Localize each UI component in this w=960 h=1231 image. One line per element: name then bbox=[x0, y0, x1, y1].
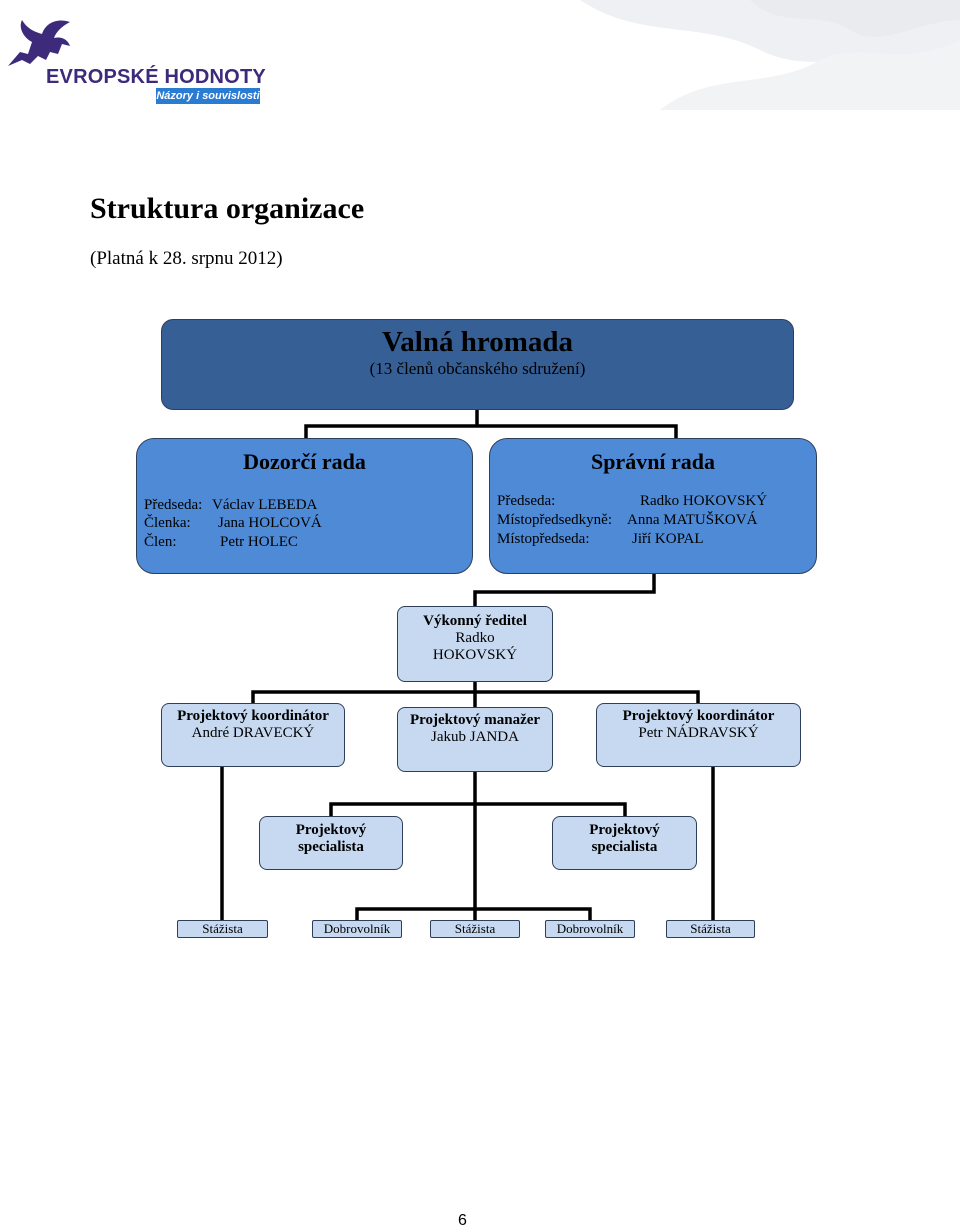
management-board-box: Správní rada Předseda: Radko HOKOVSKÝ Mí… bbox=[489, 438, 817, 574]
page-subtitle: (Platná k 28. srpnu 2012) bbox=[90, 248, 283, 269]
management-member-1-name: Radko HOKOVSKÝ bbox=[640, 493, 768, 509]
general-assembly-subtitle: (13 členů občanského sdružení) bbox=[369, 359, 586, 378]
project-coordinator-left-box: Projektový koordinátor André DRAVECKÝ bbox=[161, 703, 345, 767]
logo[interactable]: EVROPSKÉ HODNOTY Názory i souvislosti bbox=[0, 10, 270, 104]
intern-box-3: Stážista bbox=[666, 920, 755, 938]
management-board-title: Správní rada bbox=[590, 449, 716, 474]
management-member-2-role: Místopředsedkyně: bbox=[497, 512, 612, 528]
supervisory-member-1-role: Předseda: bbox=[144, 497, 203, 513]
project-manager-name: Jakub JANDA bbox=[431, 729, 519, 745]
volunteer-box-2: Dobrovolník bbox=[545, 920, 635, 938]
executive-director-name-1: Radko bbox=[455, 630, 495, 646]
project-coordinator-right-name: Petr NÁDRAVSKÝ bbox=[638, 725, 759, 741]
pegasus-icon bbox=[8, 20, 70, 66]
specialist-right-box: Projektový specialista bbox=[552, 816, 697, 870]
page-header: EVROPSKÉ HODNOTY Názory i souvislosti bbox=[0, 0, 960, 110]
supervisory-member-1-name: Václav LEBEDA bbox=[212, 497, 318, 513]
supervisory-board-box: Dozorčí rada Předseda: Václav LEBEDA Čle… bbox=[136, 438, 473, 574]
executive-director-title: Výkonný ředitel bbox=[423, 613, 527, 629]
supervisory-member-3-role: Člen: bbox=[144, 534, 177, 550]
specialist-right-line1: Projektový bbox=[589, 822, 660, 838]
supervisory-member-2-role: Členka: bbox=[144, 515, 191, 531]
project-coordinator-left-name: André DRAVECKÝ bbox=[191, 725, 315, 741]
management-member-1-role: Předseda: bbox=[497, 493, 556, 509]
executive-director-name-2: HOKOVSKÝ bbox=[432, 647, 518, 663]
specialist-left-line2: specialista bbox=[298, 839, 364, 855]
page-number: 6 bbox=[458, 1212, 467, 1229]
project-coordinator-left-title: Projektový koordinátor bbox=[177, 708, 329, 724]
watermark-graphic bbox=[580, 0, 960, 110]
management-member-3-name: Jiří KOPAL bbox=[632, 531, 704, 547]
supervisory-member-3-name: Petr HOLEC bbox=[220, 534, 298, 550]
project-manager-box: Projektový manažer Jakub JANDA bbox=[397, 707, 553, 772]
specialist-left-line1: Projektový bbox=[295, 822, 367, 838]
page-title: Struktura organizace bbox=[90, 192, 365, 225]
specialist-right-line2: specialista bbox=[591, 839, 658, 855]
management-member-3-role: Místopředseda: bbox=[497, 531, 590, 547]
executive-director-box: Výkonný ředitel Radko HOKOVSKÝ bbox=[397, 606, 553, 682]
general-assembly-box: Valná hromada (13 členů občanského sdruž… bbox=[161, 319, 794, 410]
supervisory-member-2-name: Jana HOLCOVÁ bbox=[218, 515, 322, 531]
intern-box-1: Stážista bbox=[177, 920, 268, 938]
project-coordinator-right-box: Projektový koordinátor Petr NÁDRAVSKÝ bbox=[596, 703, 801, 767]
intern-box-2: Stážista bbox=[430, 920, 520, 938]
project-manager-title: Projektový manažer bbox=[409, 712, 541, 728]
specialist-left-box: Projektový specialista bbox=[259, 816, 403, 870]
project-coordinator-right-title: Projektový koordinátor bbox=[622, 708, 775, 724]
supervisory-board-title: Dozorčí rada bbox=[243, 449, 366, 474]
management-member-2-name: Anna MATUŠKOVÁ bbox=[627, 512, 758, 528]
general-assembly-title: Valná hromada bbox=[382, 326, 573, 358]
logo-tagline: Názory i souvislosti bbox=[156, 88, 260, 104]
volunteer-box-1: Dobrovolník bbox=[312, 920, 402, 938]
logo-title: EVROPSKÉ HODNOTY bbox=[46, 66, 266, 88]
